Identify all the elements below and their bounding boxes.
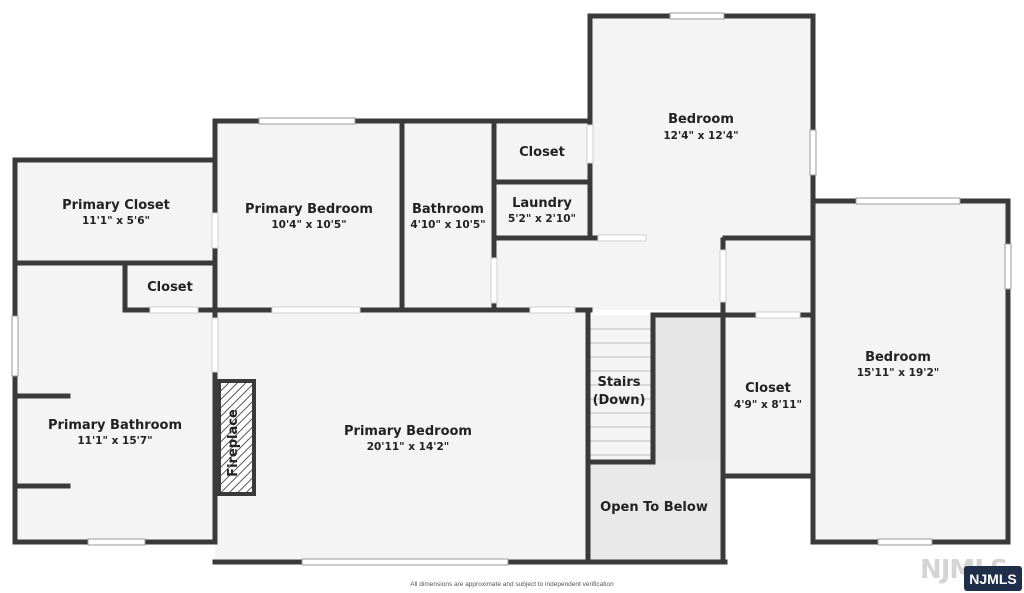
room-laundry-dims: 5'2" x 2'10" — [508, 213, 576, 225]
room-primary-bathroom-dims: 11'1" x 15'7" — [77, 435, 152, 447]
room-stairs-name: Stairs — [598, 375, 641, 390]
door-openings — [149, 124, 801, 373]
room-primary-bedroom-large-name: Primary Bedroom — [344, 424, 472, 439]
room-primary-bathroom-name: Primary Bathroom — [48, 418, 182, 433]
disclaimer-text: All dimensions are approximate and subje… — [410, 581, 614, 588]
room-stairs-direction: (Down) — [593, 393, 646, 408]
room-closet-small-name: Closet — [147, 280, 193, 295]
room-primary-bedroom-small-dims: 10'4" x 10'5" — [271, 219, 346, 231]
room-primary-bedroom-large-dims: 20'11" x 14'2" — [367, 441, 450, 453]
room-closet-right-dims: 4'9" x 8'11" — [734, 399, 802, 411]
stairs-treads — [590, 328, 651, 456]
room-primary-closet-dims: 11'1" x 5'6" — [82, 215, 150, 227]
room-bedroom-upper-name: Bedroom — [668, 112, 734, 127]
njmls-badge: NJMLS — [964, 566, 1022, 591]
room-bedroom-upper-dims: 12'4" x 12'4" — [663, 130, 738, 142]
room-labels: Bedroom 12'4" x 12'4" Closet Laundry 5'2… — [48, 112, 939, 515]
room-bedroom-right-dims: 15'11" x 19'2" — [857, 367, 940, 379]
room-bathroom-dims: 4'10" x 10'5" — [410, 219, 485, 231]
fireplace-label: Fireplace — [226, 409, 241, 477]
room-open-to-below-name: Open To Below — [600, 500, 708, 515]
room-bedroom-right-name: Bedroom — [865, 350, 931, 365]
fireplace — [217, 379, 256, 496]
windows — [11, 12, 1012, 566]
room-laundry-name: Laundry — [512, 196, 572, 211]
room-closet-right-name: Closet — [745, 381, 791, 396]
floor-fills — [15, 16, 1008, 562]
room-closet-upper-name: Closet — [519, 145, 565, 160]
room-bathroom-name: Bathroom — [412, 202, 484, 217]
room-primary-bedroom-small-name: Primary Bedroom — [245, 202, 373, 217]
room-primary-closet-name: Primary Closet — [62, 198, 170, 213]
